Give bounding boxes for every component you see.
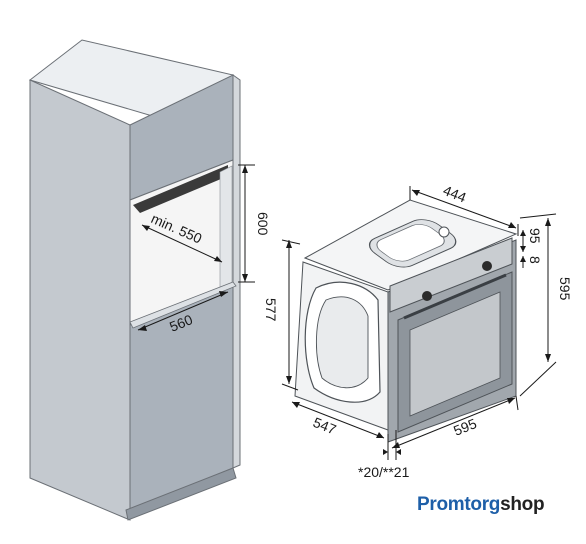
built-in-oven [294, 199, 518, 443]
logo-part-shop: shop [500, 494, 545, 515]
oven-handle [403, 273, 507, 320]
oven-knob-right-icon [482, 261, 492, 271]
oven-control-panel [389, 237, 513, 313]
dim-niche-height: 600 [255, 212, 271, 236]
dim-oven-width: 595 [451, 415, 479, 439]
cabinet-dimensions [137, 164, 255, 331]
dim-oven-front-height: 595 [557, 277, 573, 301]
oven-top-recess-inner [376, 224, 445, 262]
cabinet-plinth [125, 467, 237, 521]
cabinet-shelf [129, 281, 237, 329]
cabinet-right-edge [232, 74, 241, 469]
cabinet-side-panel [29, 79, 131, 521]
oven-knob-left-icon [422, 291, 432, 301]
oven-dimensions [281, 186, 557, 460]
tall-cabinet [28, 39, 241, 521]
dim-panel-top: 95 [527, 228, 543, 244]
oven-door-glass [409, 291, 501, 417]
promtorgshop-logo: Promtorgshop [417, 494, 545, 516]
dim-panel-gap: 8 [527, 256, 543, 264]
dim-oven-depth: 547 [311, 414, 339, 438]
logo-part-brand: Promtorg [417, 494, 501, 515]
dim-door-offset: *20/**21 [358, 464, 410, 480]
dim-oven-height: 577 [263, 298, 279, 322]
cabinet-niche-inner-side [219, 165, 233, 289]
cabinet-niche-shadow [133, 165, 228, 213]
